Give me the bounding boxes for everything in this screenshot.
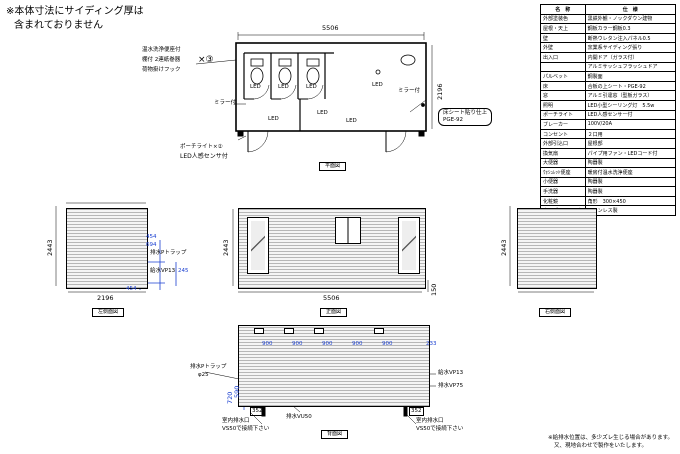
left-elev-dim-d: 454 bbox=[126, 286, 137, 292]
note-siding-line1: ※本体寸法にサイディング厚は bbox=[6, 6, 144, 17]
spec-table: 名 称仕 様 外部塗装色黒鉄外観・ノックダウン建物屋根・天上鋼板カラー鋼板0.3… bbox=[540, 4, 677, 217]
note-plumbing-line1: ※給排水位置は、多少ズレ生じる場合があります。 bbox=[548, 435, 674, 441]
floor-callout-line1: 床シート貼り仕上 bbox=[443, 110, 488, 116]
rear-vu50-label: 排水VU50 bbox=[286, 414, 312, 420]
rear-vp75-label: 排水VP75 bbox=[438, 383, 464, 389]
left-elev-height-dim: 2443 bbox=[46, 239, 54, 256]
mirror-label-left: ミラー付 bbox=[214, 100, 237, 106]
front-door-left bbox=[247, 217, 269, 274]
front-elev-base-dim: 150 bbox=[430, 283, 438, 296]
plan-depth-dim: 2196 bbox=[436, 83, 444, 100]
left-elev-width-dim: 2196 bbox=[97, 294, 114, 302]
rear-outlet-left-line2: VS50で接続下さい bbox=[222, 426, 270, 432]
left-elev-dim-a: 454 bbox=[146, 234, 157, 240]
led-label-6: LED bbox=[346, 118, 357, 124]
rear-top-dim-5: 900 bbox=[382, 341, 393, 347]
rear-dim-b2: 352 bbox=[409, 407, 424, 416]
front-elev-siding bbox=[238, 208, 426, 289]
front-elev-height-dim: 2443 bbox=[222, 239, 230, 256]
callout-fixtures-count: ×③ bbox=[198, 55, 214, 65]
rear-top-dim-4: 900 bbox=[352, 341, 363, 347]
right-elev-caption: 右側面図 bbox=[539, 308, 572, 317]
front-elev-width-dim: 5506 bbox=[323, 294, 340, 302]
plan-caption: 平面図 bbox=[319, 162, 347, 171]
callout-fixtures-line2: 棚付 2連紙巻器 bbox=[142, 57, 181, 63]
left-elev-caption: 左側面図 bbox=[92, 308, 125, 317]
vent-2 bbox=[284, 328, 294, 334]
rear-elev-siding bbox=[238, 325, 430, 407]
rear-dim-left-b: 590 bbox=[233, 385, 241, 398]
rear-trap-line1: 排水Pトラップ bbox=[190, 364, 227, 370]
porch-light-line2: LED人感センサ付 bbox=[180, 153, 228, 160]
callout-fixtures-line3: 荷物掛けフック bbox=[142, 67, 181, 73]
rear-outlet-left-line1: 室内排水口 bbox=[222, 418, 250, 424]
left-elev-siding bbox=[66, 208, 148, 289]
led-label-7: LED bbox=[372, 82, 383, 88]
led-label-1: LED bbox=[250, 84, 261, 90]
mirror-label-right: ミラー付 bbox=[398, 88, 421, 94]
vent-3 bbox=[314, 328, 324, 334]
led-label-5: LED bbox=[317, 110, 328, 116]
rear-vp13-label: 給水VP13 bbox=[438, 370, 464, 376]
led-label-4: LED bbox=[268, 116, 279, 122]
rear-dim-b1: 352 bbox=[250, 407, 265, 416]
vent-1 bbox=[254, 328, 264, 334]
note-plumbing-line2: 又、現地合わせで製作をいたします。 bbox=[554, 443, 647, 449]
rear-outlet-right-line2: VS50で接続下さい bbox=[416, 426, 464, 432]
front-window bbox=[335, 217, 361, 244]
left-elev-trap-label: 排水Pトラップ bbox=[150, 250, 187, 256]
left-elev-drain-label: 給水VP13 bbox=[150, 268, 176, 274]
rear-dim-right: 233 bbox=[426, 341, 437, 347]
rear-top-dim-2: 900 bbox=[292, 341, 303, 347]
floor-callout-line2: PGE-92 bbox=[443, 117, 464, 123]
led-label-2: LED bbox=[278, 84, 289, 90]
note-siding-line2: 含まれておりません bbox=[14, 20, 104, 31]
right-elev-height-dim: 2443 bbox=[500, 239, 508, 256]
right-side-elevation bbox=[509, 206, 594, 293]
rear-top-dim-1: 900 bbox=[262, 341, 273, 347]
plan-width-dim: 5506 bbox=[322, 24, 339, 32]
rear-trap-line2: φ25 bbox=[198, 372, 209, 378]
plan-outer-wall bbox=[235, 42, 427, 132]
rear-top-dim-3: 900 bbox=[322, 341, 333, 347]
porch-light-line1: ポーチライト×② bbox=[180, 144, 223, 150]
rear-outlet-right-line1: 室内排水口 bbox=[416, 418, 444, 424]
vent-4 bbox=[374, 328, 384, 334]
left-elev-dim-b: 694 bbox=[146, 242, 157, 248]
rear-elev-caption: 背面図 bbox=[321, 430, 349, 439]
left-elev-dim-c: 245 bbox=[178, 268, 189, 274]
front-door-right bbox=[398, 217, 420, 274]
front-elev-caption: 正面図 bbox=[320, 308, 348, 317]
floor-callout: 床シート貼り仕上 PGE-92 bbox=[438, 108, 493, 126]
floor-plan bbox=[195, 32, 433, 153]
led-label-3: LED bbox=[306, 84, 317, 90]
callout-fixtures-line1: 温水洗浄便座付 bbox=[142, 47, 181, 53]
right-elev-siding bbox=[517, 208, 597, 289]
